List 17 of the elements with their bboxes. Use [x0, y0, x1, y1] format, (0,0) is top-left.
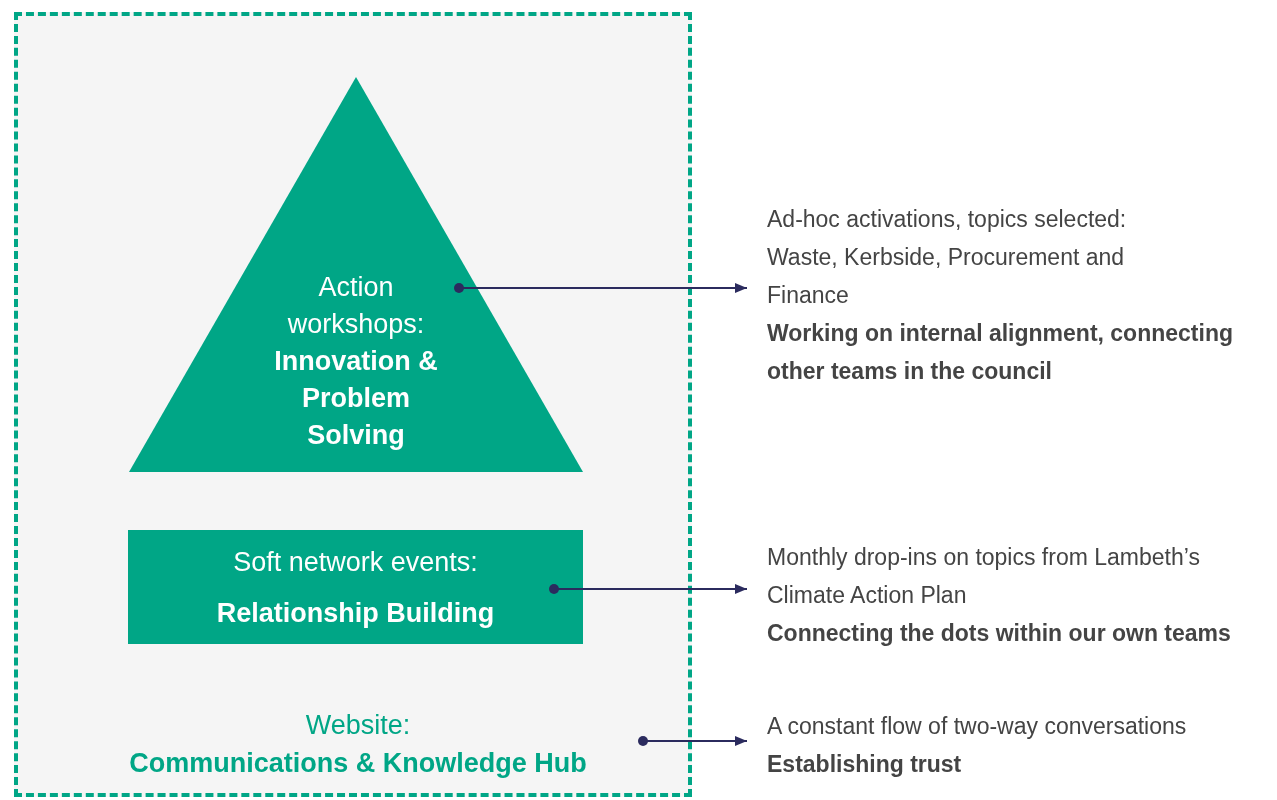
hub-subtitle: Website:: [304, 709, 412, 742]
event-box: [128, 530, 583, 644]
note-emphasis: Connecting the dots within our own teams: [767, 619, 1232, 648]
note-emphasis: Establishing trust: [767, 750, 963, 779]
box-heading: Relationship Building: [215, 597, 496, 630]
arrow: [638, 736, 748, 746]
note-emphasis: Working on internal alignment, connecting other teams in the council: [767, 319, 1234, 386]
box-subtitle: Soft network events:: [232, 546, 479, 579]
note-text: A constant flow of two-way conversations: [767, 712, 1188, 741]
triangle-heading: Innovation & Problem Solving: [273, 345, 439, 452]
triangle-subtitle: Action workshops:: [286, 271, 426, 341]
note-text: Monthly drop-ins on topics from Lambeth’s Climate Action Plan: [767, 543, 1201, 610]
dashed-frame: [14, 12, 692, 797]
arrow: [549, 584, 748, 594]
hub-heading: Communications & Knowledge Hub: [128, 747, 588, 780]
arrow: [454, 283, 748, 293]
note-text: Ad-hoc activations, topics selected: Waste, Kerbside, Procurement and Finance: [767, 205, 1128, 310]
